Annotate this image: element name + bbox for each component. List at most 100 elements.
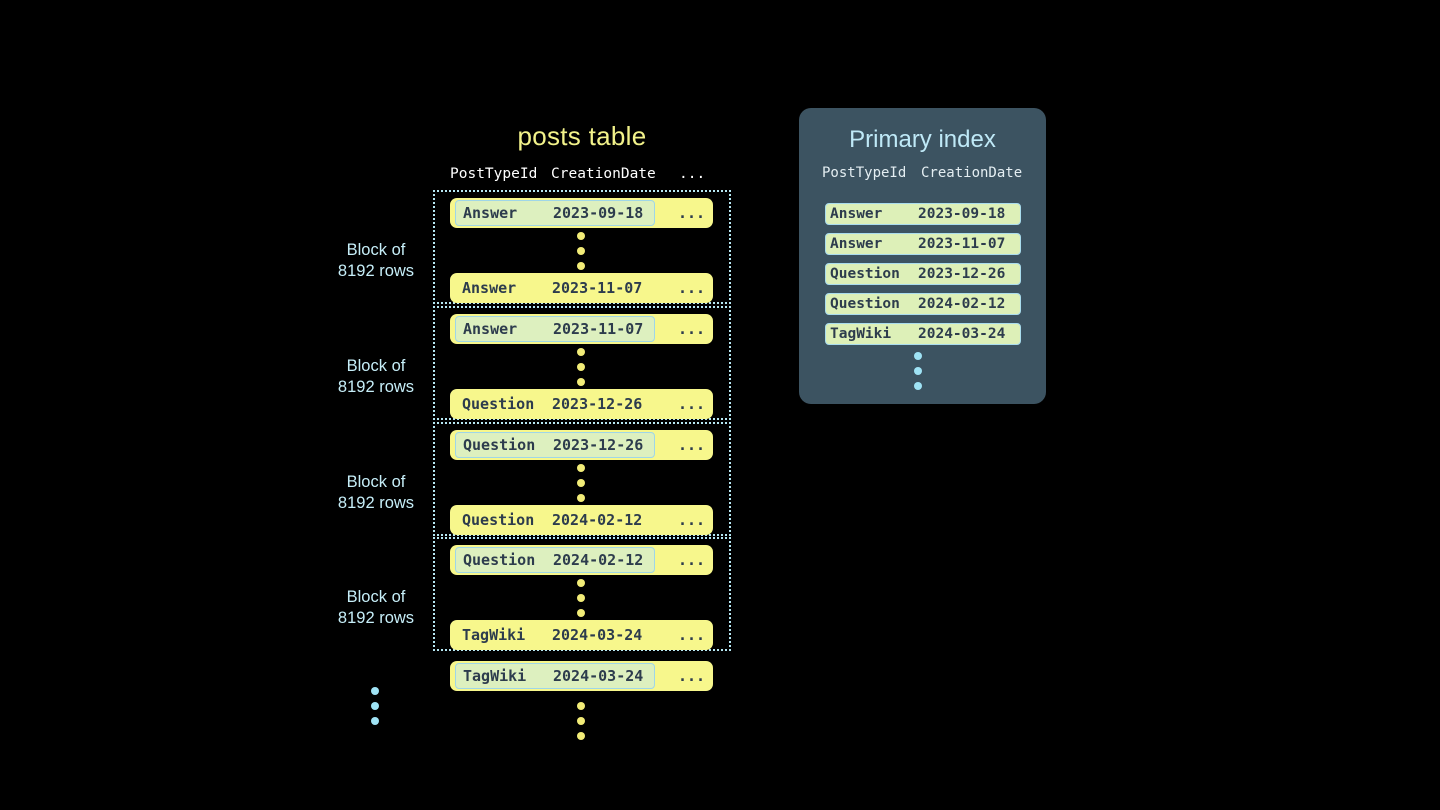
table-continues-dots (577, 702, 587, 740)
dot (371, 702, 379, 710)
cell-creationdate: 2023-11-07 (552, 279, 643, 297)
table-row: TagWiki 2024-03-24 ... (450, 661, 713, 691)
dot (577, 579, 585, 587)
cell-posttypeid: Question (463, 551, 536, 569)
cell-creationdate: 2023-12-26 (552, 395, 643, 413)
dot (577, 702, 585, 710)
table-row: TagWiki 2024-03-24 ... (450, 620, 713, 650)
block-3 (433, 422, 731, 536)
dot (577, 247, 585, 255)
block-2 (433, 306, 731, 420)
dot (577, 348, 585, 356)
table-row: Answer 2023-11-07 ... (450, 273, 713, 303)
row-highlight-wrapper: Question 2024-02-12 (455, 547, 655, 573)
cell-creationdate: 2023-12-26 (553, 436, 644, 454)
cell-posttypeid: Answer (463, 204, 518, 222)
block-3-label-line1: Block of (346, 473, 406, 491)
cell-posttypeid: Question (462, 395, 535, 413)
block-1-label: Block of 8192 rows (316, 240, 436, 282)
block-4-label: Block of 8192 rows (316, 587, 436, 629)
table-row: Answer 2023-11-07 ... (450, 314, 713, 344)
block-4-label-line2: 8192 rows (337, 609, 415, 627)
cell-posttypeid: Question (463, 436, 536, 454)
cell-creationdate: 2023-09-18 (553, 204, 644, 222)
cell-ellipsis: ... (678, 667, 706, 685)
block-3-label: Block of 8192 rows (316, 472, 436, 514)
column-header-ellipsis: ... (679, 166, 706, 182)
dot (577, 464, 585, 472)
index-cell-posttypeid: TagWiki (830, 326, 892, 342)
index-row: Answer 2023-09-18 (825, 203, 1021, 225)
cell-ellipsis: ... (678, 511, 706, 529)
index-continues-dots (914, 352, 924, 390)
dot (577, 732, 585, 740)
block-1-label-line1: Block of (346, 241, 406, 259)
row-cells: Question 2023-12-26 (455, 391, 655, 417)
cell-posttypeid: TagWiki (462, 626, 526, 644)
dot (371, 687, 379, 695)
cell-ellipsis: ... (678, 279, 706, 297)
index-row: Question 2024-02-12 (825, 293, 1021, 315)
block-3-label-line2: 8192 rows (337, 494, 415, 512)
index-cell-creationdate: 2024-02-12 (918, 296, 1006, 312)
cell-posttypeid: Answer (462, 279, 517, 297)
block-2-label: Block of 8192 rows (316, 356, 436, 398)
row-highlight-wrapper: Answer 2023-09-18 (455, 200, 655, 226)
dot (577, 262, 585, 270)
table-row: Answer 2023-09-18 ... (450, 198, 713, 228)
column-header-posttypeid: PostTypeId (450, 166, 538, 182)
cell-ellipsis: ... (678, 626, 706, 644)
cell-posttypeid: Answer (463, 320, 518, 338)
index-column-header-creationdate: CreationDate (921, 165, 1023, 181)
block-2-label-line2: 8192 rows (337, 378, 415, 396)
cell-ellipsis: ... (678, 320, 706, 338)
posts-table-column-headers: PostTypeId CreationDate ... (433, 166, 733, 186)
dot (577, 378, 585, 386)
block-4-label-line1: Block of (346, 588, 406, 606)
dot (577, 609, 585, 617)
dot (914, 367, 922, 375)
row-highlight-wrapper: TagWiki 2024-03-24 (455, 663, 655, 689)
cell-ellipsis: ... (678, 436, 706, 454)
dot (577, 594, 585, 602)
dot (577, 717, 585, 725)
index-row: TagWiki 2024-03-24 (825, 323, 1021, 345)
index-cell-creationdate: 2023-11-07 (918, 236, 1006, 252)
cell-ellipsis: ... (678, 204, 706, 222)
table-row: Question 2023-12-26 ... (450, 430, 713, 460)
block-1 (433, 190, 731, 304)
index-cell-creationdate: 2023-12-26 (918, 266, 1006, 282)
dot (914, 382, 922, 390)
dot (577, 494, 585, 502)
dot (914, 352, 922, 360)
index-cell-posttypeid: Answer (830, 206, 883, 222)
primary-index-panel: Primary index PostTypeId CreationDate (799, 108, 1046, 404)
primary-index-column-headers: PostTypeId CreationDate (799, 165, 1046, 185)
column-header-creationdate: CreationDate (551, 166, 656, 182)
blocks-continue-dots (371, 687, 381, 725)
cell-creationdate: 2023-11-07 (553, 320, 644, 338)
table-row: Question 2024-02-12 ... (450, 545, 713, 575)
cell-ellipsis: ... (678, 551, 706, 569)
block-2-label-line1: Block of (346, 357, 406, 375)
row-gap-dots (577, 232, 587, 270)
row-cells: TagWiki 2024-03-24 (455, 622, 655, 648)
cell-creationdate: 2024-03-24 (552, 626, 643, 644)
row-cells: Question 2024-02-12 (455, 507, 655, 533)
index-row: Question 2023-12-26 (825, 263, 1021, 285)
dot (577, 363, 585, 371)
row-gap-dots (577, 579, 587, 617)
dot (577, 232, 585, 240)
primary-index-title: Primary index (849, 126, 996, 153)
index-cell-creationdate: 2024-03-24 (918, 326, 1006, 342)
index-row: Answer 2023-11-07 (825, 233, 1021, 255)
dot (371, 717, 379, 725)
row-cells: Answer 2023-11-07 (455, 275, 655, 301)
cell-posttypeid: TagWiki (463, 667, 527, 685)
index-cell-creationdate: 2023-09-18 (918, 206, 1006, 222)
row-gap-dots (577, 348, 587, 386)
cell-posttypeid: Question (462, 511, 535, 529)
table-row: Question 2023-12-26 ... (450, 389, 713, 419)
index-cell-posttypeid: Question (830, 266, 900, 282)
